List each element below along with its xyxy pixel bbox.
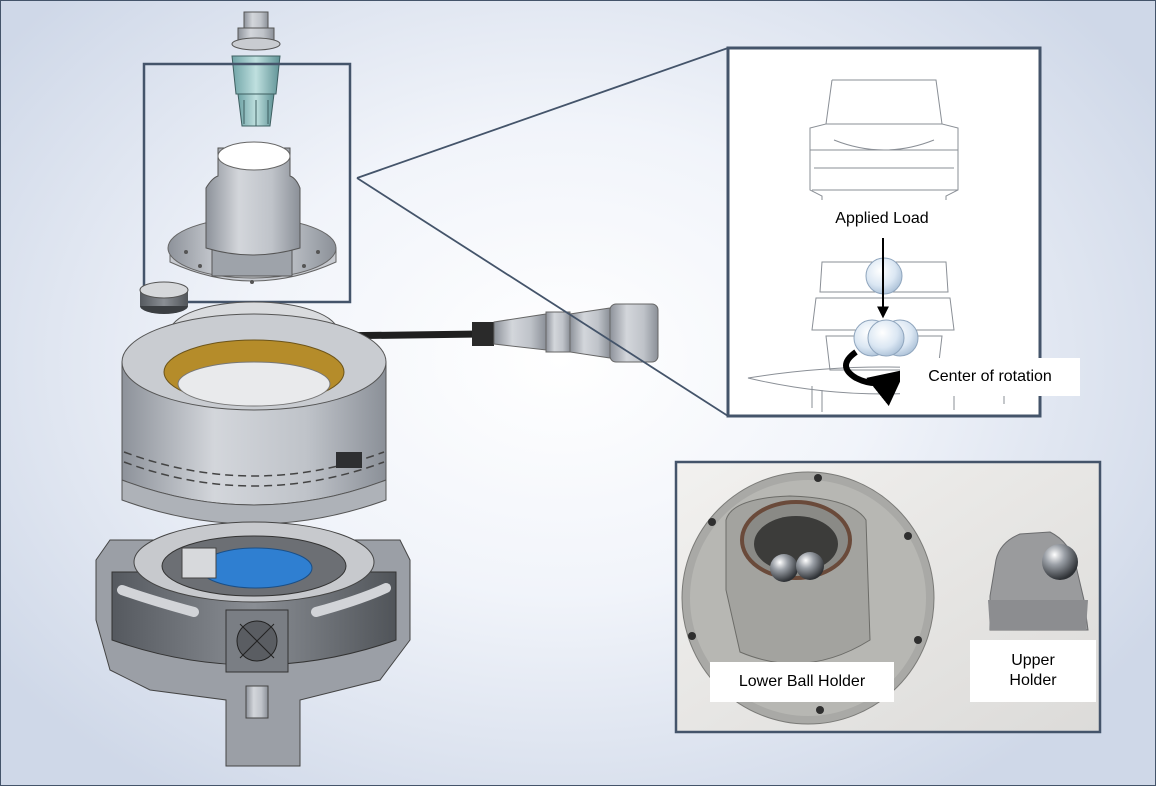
knob	[139, 281, 189, 314]
upper-ball-holder-part	[167, 141, 337, 284]
base-housing	[95, 521, 411, 767]
applied-load-label: Applied Load	[804, 200, 960, 238]
upper-holder-label: Upper Holder	[970, 640, 1096, 702]
lower-ball-holder-label: Lower Ball Holder	[710, 662, 894, 702]
callout-connector-top	[356, 47, 729, 179]
main-cylinder	[121, 313, 387, 525]
top-collet	[231, 11, 281, 127]
callout-connector-bottom	[356, 177, 729, 417]
center-of-rotation-label: Center of rotation	[900, 358, 1080, 396]
callout-panel	[726, 46, 1042, 418]
